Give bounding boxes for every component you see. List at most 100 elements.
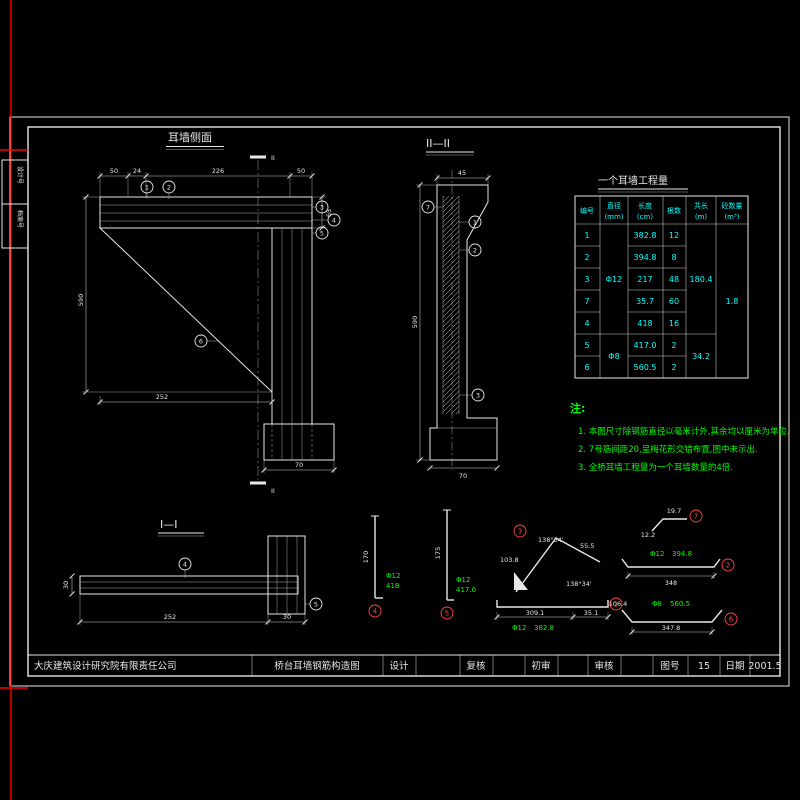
svg-text:2: 2 bbox=[473, 247, 477, 255]
svg-text:4: 4 bbox=[584, 319, 589, 328]
svg-text:6: 6 bbox=[729, 616, 734, 624]
svg-text:砼数量: 砼数量 bbox=[722, 201, 743, 210]
svg-text:55.5: 55.5 bbox=[580, 542, 594, 550]
detail-bar-4: 170 Φ12 418 4 bbox=[362, 515, 400, 618]
table-body: 1 382.8 12 2 394.8 8 3 217 48 7 35.7 60 … bbox=[584, 231, 738, 372]
svg-text:5: 5 bbox=[584, 341, 589, 350]
section-ii-height-dimension: 590 bbox=[411, 182, 437, 463]
svg-text:5: 5 bbox=[445, 610, 449, 618]
svg-text:35.7: 35.7 bbox=[636, 297, 654, 306]
dia-phi12: Φ12 bbox=[606, 275, 622, 284]
svg-text:418: 418 bbox=[637, 319, 652, 328]
svg-text:共长: 共长 bbox=[694, 201, 708, 210]
svg-text:Φ12: Φ12 bbox=[650, 550, 664, 558]
stirrup-triangle bbox=[514, 572, 528, 590]
svg-text:382.8: 382.8 bbox=[634, 231, 657, 240]
section-ii-body bbox=[429, 170, 498, 470]
svg-text:Φ12: Φ12 bbox=[512, 624, 526, 632]
svg-text:417.0: 417.0 bbox=[634, 341, 657, 350]
notes: 注: 1. 本图尺寸除钢筋直径以毫米计外,其余均以厘米为单位. 2. 7号筋间距… bbox=[570, 401, 790, 473]
dia-phi8: Φ8 bbox=[608, 352, 619, 361]
side-tab-boxes: 设计号 档案号 bbox=[1, 159, 29, 249]
callout-1b: 1 bbox=[459, 215, 482, 229]
svg-text:382.8: 382.8 bbox=[534, 624, 554, 632]
drawing-title: 桥台耳墙钢筋构造图 bbox=[274, 660, 360, 672]
svg-text:7: 7 bbox=[426, 204, 430, 212]
callout-7: 7 bbox=[421, 200, 443, 214]
company-name: 大庆建筑设计研究院有限责任公司 bbox=[34, 660, 177, 672]
svg-text:6: 6 bbox=[584, 363, 589, 372]
dim-590: 590 bbox=[77, 294, 85, 306]
quantity-table: 一个耳墙工程量 编号 直径 (mm) 长度 (cm) 根数 共长 (m) 砼数量… bbox=[574, 174, 749, 379]
side-view-callouts: 1 2 3 4 5 bbox=[140, 180, 341, 348]
total-phi8: 34.2 bbox=[692, 352, 710, 361]
figure-number-label: 图号 bbox=[660, 661, 679, 672]
notes-label: 注: bbox=[570, 401, 585, 415]
section-cut-line: II II bbox=[250, 154, 275, 495]
note-1: 1. 本图尺寸除钢筋直径以毫米计外,其余均以厘米为单位. bbox=[578, 426, 790, 437]
review-label: 审核 bbox=[594, 660, 614, 672]
svg-text:138°34': 138°34' bbox=[566, 580, 592, 588]
detail-bar-3: 138°34' 138°34' 103.8 55.5 3 bbox=[500, 524, 601, 593]
svg-text:19.7: 19.7 bbox=[667, 507, 681, 515]
callout-3b: 3 bbox=[459, 388, 485, 402]
svg-text:309.1: 309.1 bbox=[526, 609, 545, 617]
side-view-title: 耳墙侧面 bbox=[168, 130, 212, 144]
svg-text:(cm): (cm) bbox=[637, 213, 653, 221]
svg-text:48: 48 bbox=[669, 275, 679, 284]
detail-bar-6: 347.8 106.4 Φ8 560.5 6 bbox=[609, 600, 738, 635]
callout-6: 6 bbox=[194, 334, 218, 348]
ear-wall-outline bbox=[98, 196, 335, 461]
svg-text:2: 2 bbox=[671, 341, 676, 350]
svg-text:3: 3 bbox=[584, 275, 589, 284]
svg-text:3: 3 bbox=[320, 204, 324, 212]
dim-226: 226 bbox=[212, 167, 224, 175]
svg-text:7: 7 bbox=[694, 513, 698, 521]
svg-text:(m): (m) bbox=[695, 213, 708, 221]
design-label: 设计 bbox=[389, 660, 409, 672]
side-height-dimension: 590 bbox=[77, 194, 272, 395]
date-value: 2001.5 bbox=[748, 661, 781, 672]
figure-number-value: 15 bbox=[698, 661, 710, 672]
svg-text:106.4: 106.4 bbox=[609, 600, 628, 608]
callout-5: 5 bbox=[312, 226, 329, 240]
side-footing-dimension: 70 bbox=[261, 460, 337, 473]
svg-text:16: 16 bbox=[669, 319, 679, 328]
svg-text:12.2: 12.2 bbox=[641, 531, 655, 539]
svg-text:(mm): (mm) bbox=[604, 213, 623, 221]
svg-text:347.8: 347.8 bbox=[662, 624, 681, 632]
svg-text:418: 418 bbox=[386, 582, 399, 590]
svg-text:394.8: 394.8 bbox=[672, 550, 692, 558]
dim-50b: 50 bbox=[297, 167, 305, 175]
dim-70b: 70 bbox=[459, 472, 467, 480]
svg-text:175: 175 bbox=[434, 547, 442, 559]
section-ii-view: II—II 45 590 70 bbox=[411, 137, 500, 480]
side-base-dimension: 252 bbox=[97, 392, 275, 405]
dim-252b: 252 bbox=[164, 613, 176, 621]
svg-text:417.0: 417.0 bbox=[456, 586, 476, 594]
detail-bar-2: 348 Φ12 394.8 2 bbox=[621, 550, 735, 587]
svg-text:3: 3 bbox=[476, 392, 480, 400]
dim-width: 30 bbox=[62, 581, 70, 589]
svg-text:394.8: 394.8 bbox=[634, 253, 657, 262]
side-elevation-view: 耳墙侧面 II II bbox=[77, 130, 341, 495]
svg-text:Φ12: Φ12 bbox=[456, 576, 470, 584]
dim-step: 30 bbox=[283, 613, 291, 621]
note-3: 3. 全桥耳墙工程量为一个耳墙数量的4倍. bbox=[578, 462, 733, 473]
dim-65: 65 bbox=[325, 209, 333, 217]
svg-text:1: 1 bbox=[473, 219, 477, 227]
section-i-callouts: 4 5 bbox=[178, 557, 323, 611]
svg-text:根数: 根数 bbox=[667, 206, 681, 215]
svg-text:Φ8: Φ8 bbox=[652, 600, 662, 608]
rebar-details: 170 Φ12 418 4 175 Φ12 417.0 5 309.1 35.1 bbox=[362, 507, 738, 635]
svg-text:5: 5 bbox=[320, 230, 324, 238]
callout-2: 2 bbox=[162, 180, 176, 199]
svg-text:6: 6 bbox=[199, 338, 203, 346]
svg-text:560.5: 560.5 bbox=[670, 600, 690, 608]
svg-text:60: 60 bbox=[669, 297, 679, 306]
section-mark-top: II bbox=[271, 154, 275, 162]
footing bbox=[263, 423, 335, 461]
